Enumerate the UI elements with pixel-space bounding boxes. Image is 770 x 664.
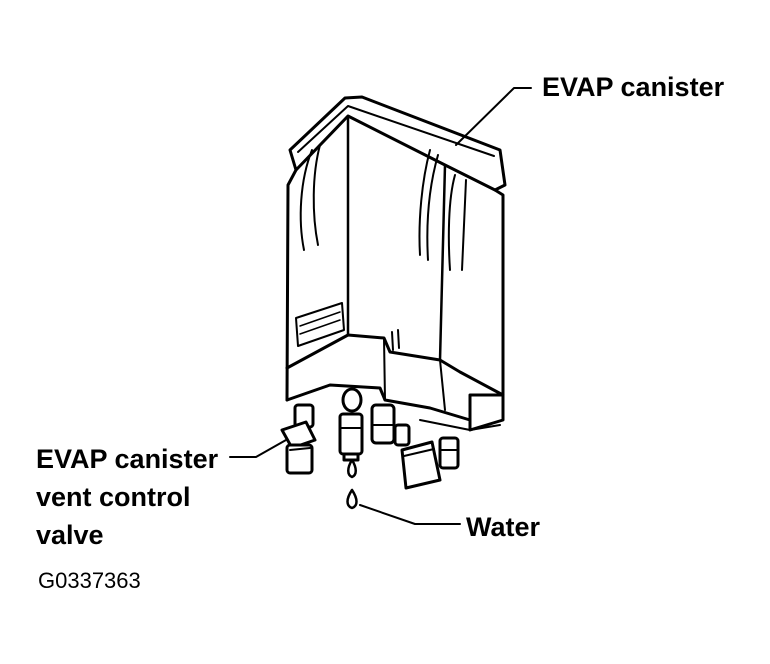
label-vent-valve-line1: EVAP canister <box>36 444 219 474</box>
label-water: Water <box>466 512 541 542</box>
vent-control-valve <box>280 387 460 490</box>
leader-line-vent-valve <box>229 439 287 458</box>
label-vent-control-valve: EVAP canister vent control valve <box>36 440 218 554</box>
leader-line-evap-canister <box>455 87 532 146</box>
label-vent-valve-line3: valve <box>36 520 104 550</box>
leader-line-water <box>359 504 461 525</box>
label-evap-canister: EVAP canister <box>542 72 725 102</box>
label-vent-valve-line2: vent control <box>36 482 191 512</box>
water-droplets <box>346 458 358 510</box>
canister-body <box>285 95 507 432</box>
figure-id: G0337363 <box>38 568 141 593</box>
